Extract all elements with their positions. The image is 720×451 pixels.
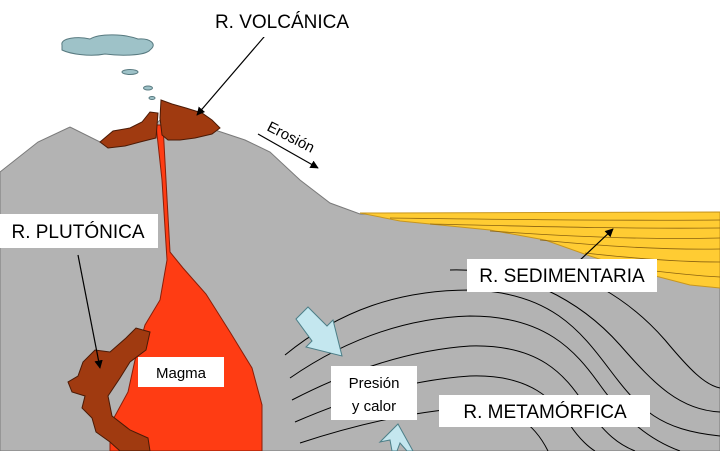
label-magma-text: Magma xyxy=(156,365,207,382)
plutonic-rock-body xyxy=(67,327,151,451)
smoke-cloud xyxy=(61,34,154,56)
volcanic-pointer-arrow xyxy=(196,29,271,116)
volcanic-rock-left xyxy=(99,111,159,149)
smoke-puff xyxy=(143,85,153,91)
pressure-arrow-down xyxy=(295,306,343,357)
label-plutonic-text: R. PLUTÓNICA xyxy=(11,221,144,243)
label-pressure-heat: Presión y calor xyxy=(331,366,417,420)
volcanic-rock-right xyxy=(159,99,221,141)
label-sedimentary: R. SEDIMENTARIA xyxy=(467,259,657,292)
pressure-arrow-up xyxy=(378,423,414,451)
label-volcanic-text: R. VOLCÁNICA xyxy=(215,12,349,33)
label-volcanic: R. VOLCÁNICA xyxy=(206,5,358,37)
label-metamorphic: R. METAMÓRFICA xyxy=(439,395,650,427)
erosion-arrow xyxy=(257,133,319,169)
label-pressure-line1: Presión xyxy=(349,375,400,392)
plutonic-pointer-arrow xyxy=(77,254,103,369)
label-pressure-line2: y calor xyxy=(352,398,396,415)
smoke-puff xyxy=(121,69,139,75)
sedimentary-pointer-arrow xyxy=(577,228,614,263)
label-plutonic: R. PLUTÓNICA xyxy=(0,214,158,248)
label-magma: Magma xyxy=(138,357,224,387)
sediment-layers xyxy=(359,211,720,289)
label-metamorphic-text: R. METAMÓRFICA xyxy=(463,401,627,423)
label-sedimentary-text: R. SEDIMENTARIA xyxy=(479,266,645,287)
smoke-puff xyxy=(148,96,156,100)
